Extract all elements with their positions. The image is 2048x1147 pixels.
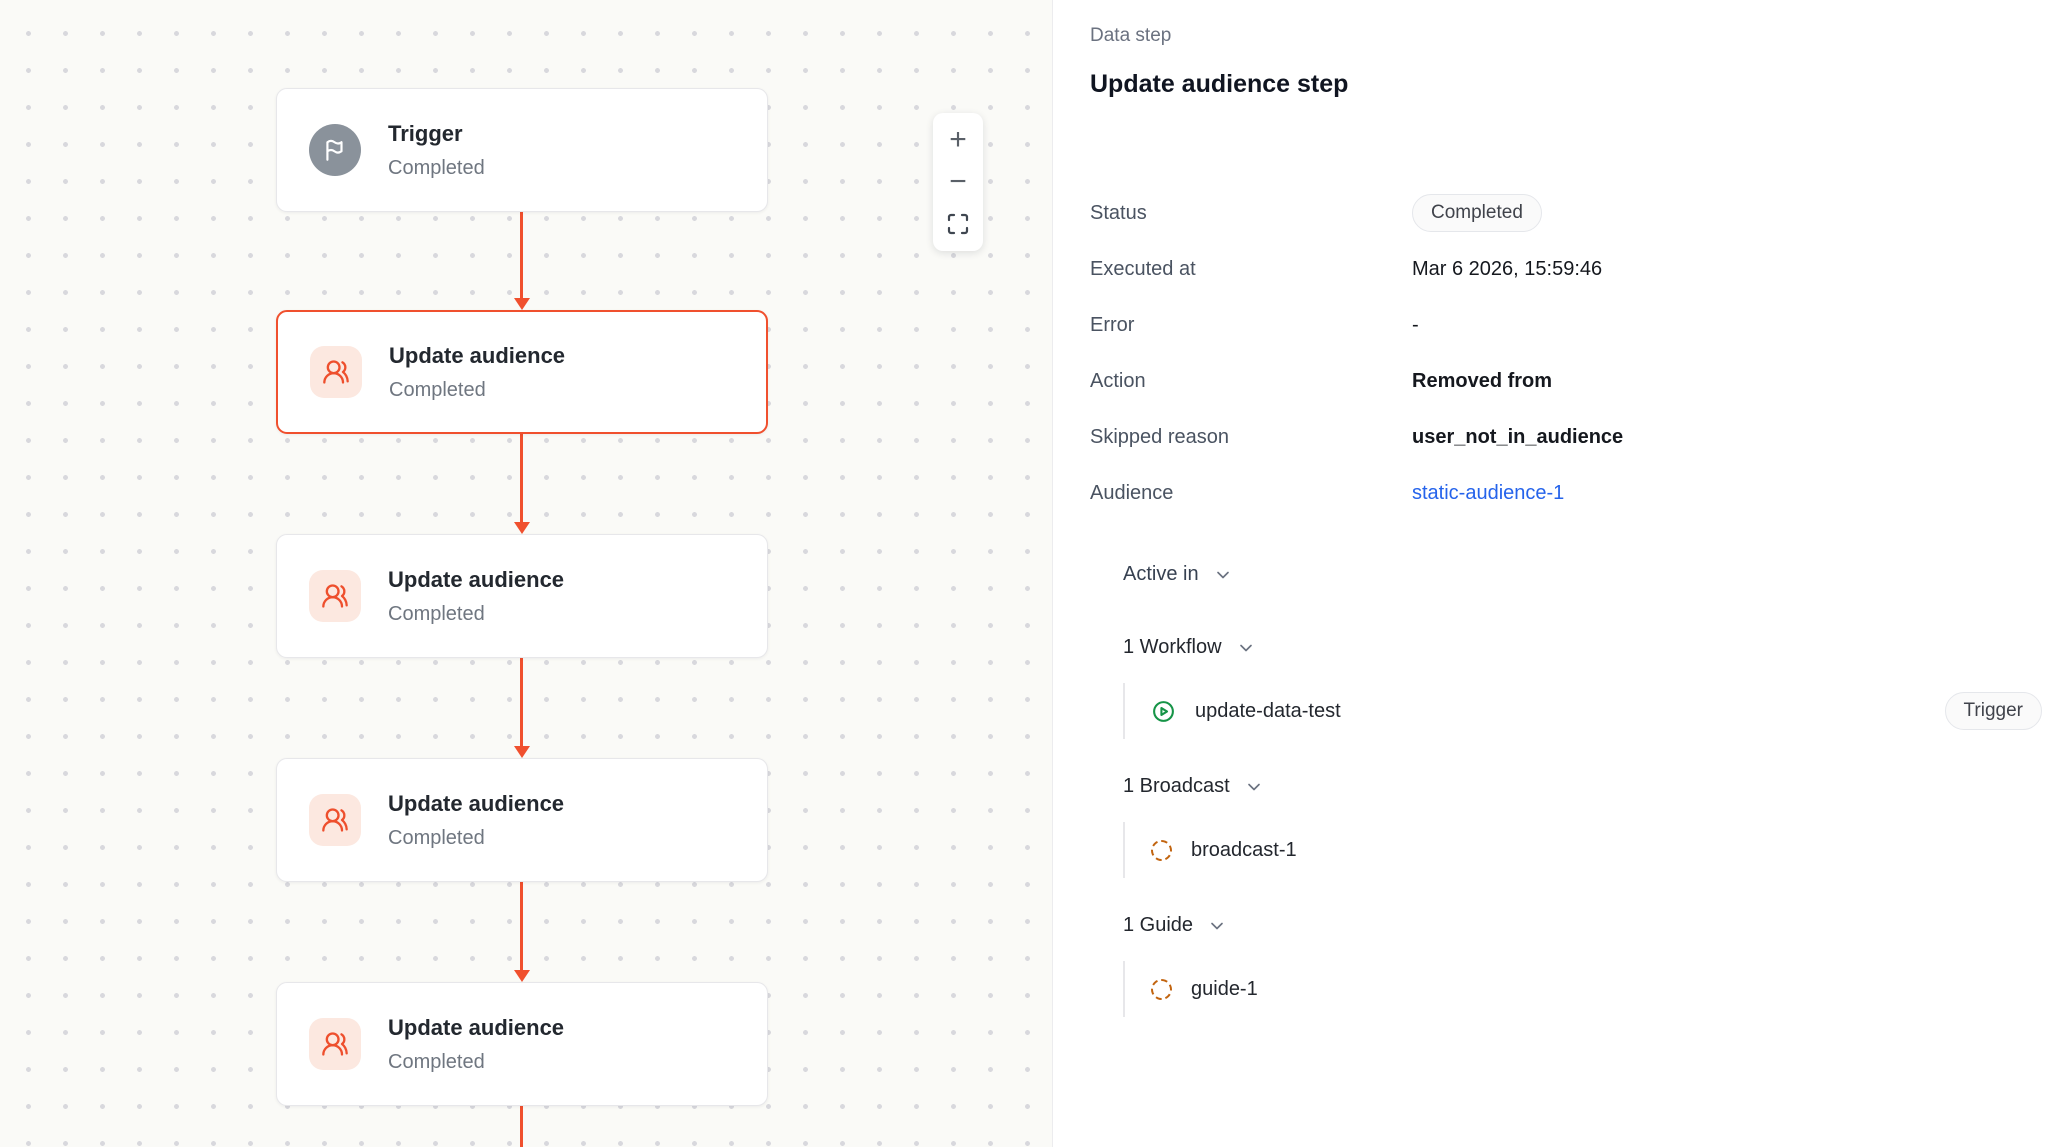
node-trigger[interactable]: Trigger Completed xyxy=(276,88,768,212)
prop-label-action: Action xyxy=(1090,369,1146,392)
node-status: Completed xyxy=(388,1050,485,1073)
dashed-circle-icon xyxy=(1151,978,1172,1000)
chevron-down-icon xyxy=(1213,565,1233,585)
zoom-out-button[interactable]: − xyxy=(933,161,983,203)
prop-value-skipped-reason: user_not_in_audience xyxy=(1412,425,1624,448)
prop-value-executed-at: Mar 6 2026, 15:59:46 xyxy=(1412,257,1603,280)
item-name: guide-1 xyxy=(1191,977,1258,1000)
group-items: broadcast-1 xyxy=(1123,822,2042,878)
property-grid: Status Completed Executed at Mar 6 2026,… xyxy=(1090,185,2042,521)
workflow-group-toggle[interactable]: 1 Workflow xyxy=(1123,636,2042,659)
status-badge: Completed xyxy=(1412,194,1542,232)
chevron-down-icon xyxy=(1207,916,1227,936)
broadcast-group-toggle[interactable]: 1 Broadcast xyxy=(1123,775,2042,798)
item-name: update-data-test xyxy=(1195,699,1341,722)
group-label: 1 Workflow xyxy=(1123,636,1222,658)
fit-view-button[interactable] xyxy=(933,203,983,245)
node-title: Update audience xyxy=(388,567,565,593)
group-label: 1 Broadcast xyxy=(1123,775,1230,797)
list-item-workflow[interactable]: update-data-test Trigger xyxy=(1123,683,2042,739)
item-name: broadcast-1 xyxy=(1191,838,1297,861)
node-title: Update audience xyxy=(389,343,566,369)
node-update-audience-selected[interactable]: Update audience Completed xyxy=(276,310,768,434)
list-item-broadcast[interactable]: broadcast-1 xyxy=(1123,822,2042,878)
users-icon xyxy=(309,1018,361,1070)
page-title: Update audience step xyxy=(1090,70,1349,98)
active-in-group-guide: 1 Guide guide-1 xyxy=(1123,914,2042,1017)
play-circle-icon xyxy=(1151,699,1176,724)
active-in-label: Active in xyxy=(1123,563,1199,585)
flag-icon xyxy=(309,124,361,176)
group-items: guide-1 xyxy=(1123,961,2042,1017)
edge-line xyxy=(520,1106,523,1147)
users-icon xyxy=(310,346,362,398)
edge-arrowhead-icon xyxy=(514,970,530,982)
node-status: Completed xyxy=(388,156,485,179)
users-icon xyxy=(309,570,361,622)
group-label: 1 Guide xyxy=(1123,914,1194,936)
chevron-down-icon xyxy=(1236,638,1256,658)
chevron-down-icon xyxy=(1244,777,1264,797)
active-in-group-broadcast: 1 Broadcast broadcast-1 xyxy=(1123,775,2042,878)
edge-line xyxy=(520,658,523,748)
edge-arrowhead-icon xyxy=(514,746,530,758)
node-update-audience[interactable]: Update audience Completed xyxy=(276,982,768,1106)
dashed-circle-icon xyxy=(1151,839,1172,861)
edge-line xyxy=(520,434,523,524)
prop-label-error: Error xyxy=(1090,313,1135,336)
edge-line xyxy=(520,212,523,300)
users-icon xyxy=(309,794,361,846)
group-items: update-data-test Trigger xyxy=(1123,683,2042,739)
zoom-in-button[interactable]: + xyxy=(933,119,983,161)
node-status: Completed xyxy=(388,602,485,625)
node-title: Trigger xyxy=(388,121,463,147)
prop-value-error: - xyxy=(1412,313,1419,336)
prop-label-audience: Audience xyxy=(1090,481,1174,504)
prop-label-executed-at: Executed at xyxy=(1090,257,1196,280)
node-update-audience[interactable]: Update audience Completed xyxy=(276,758,768,882)
active-in-toggle[interactable]: Active in xyxy=(1123,563,2042,586)
node-status: Completed xyxy=(388,826,485,849)
prop-value-action: Removed from xyxy=(1412,369,1553,392)
node-status: Completed xyxy=(389,378,486,401)
list-item-guide[interactable]: guide-1 xyxy=(1123,961,2042,1017)
step-details-panel: Data step Update audience step Status Co… xyxy=(1052,0,2048,1147)
guide-group-toggle[interactable]: 1 Guide xyxy=(1123,914,2042,937)
prop-value-audience: static-audience-1 xyxy=(1412,465,2042,521)
active-in-group-workflow: 1 Workflow update-data-test Trigger xyxy=(1123,636,2042,739)
fit-view-icon xyxy=(947,213,969,235)
node-title: Update audience xyxy=(388,1015,565,1041)
prop-label-skipped-reason: Skipped reason xyxy=(1090,425,1229,448)
edge-arrowhead-icon xyxy=(514,522,530,534)
node-update-audience[interactable]: Update audience Completed xyxy=(276,534,768,658)
trigger-badge: Trigger xyxy=(1944,692,2042,730)
edge-line xyxy=(520,882,523,972)
canvas-zoom-controls: + − xyxy=(933,113,983,251)
audience-link[interactable]: static-audience-1 xyxy=(1412,481,1565,504)
node-title: Update audience xyxy=(388,791,565,817)
edge-arrowhead-icon xyxy=(514,298,530,310)
prop-label-status: Status xyxy=(1090,201,1147,224)
prop-value-status: Completed xyxy=(1412,185,2042,241)
panel-eyebrow: Data step xyxy=(1090,25,1172,46)
workflow-canvas[interactable]: Trigger Completed Update audience Comple… xyxy=(0,0,1052,1147)
